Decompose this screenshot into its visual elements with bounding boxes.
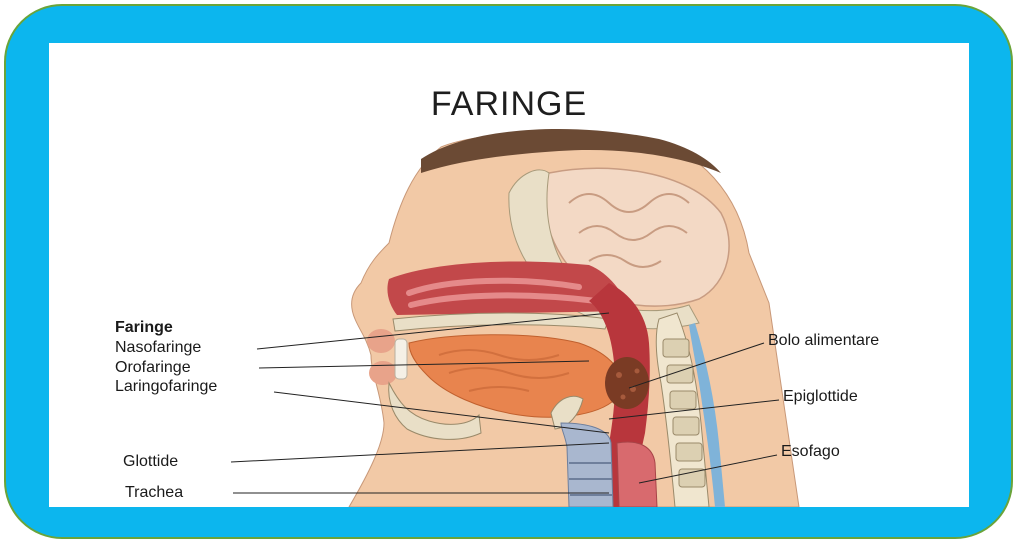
label-faringe: Faringe: [115, 319, 173, 337]
label-bolo-alimentare: Bolo alimentare: [768, 332, 879, 350]
label-nasofaringe: Nasofaringe: [115, 339, 201, 357]
pharynx-illustration: [49, 43, 969, 507]
label-laringofaringe: Laringofaringe: [115, 378, 217, 396]
label-epiglottide: Epiglottide: [783, 388, 858, 406]
upper-lip: [367, 329, 395, 353]
bolus: [605, 357, 649, 409]
label-trachea: Trachea: [125, 484, 183, 502]
label-orofaringe: Orofaringe: [115, 359, 191, 377]
label-esofago: Esofago: [781, 443, 840, 461]
label-glottide: Glottide: [123, 453, 178, 471]
teeth: [395, 339, 407, 379]
esophagus: [617, 442, 657, 507]
lower-lip: [369, 361, 397, 385]
slide-panel: FARINGE: [49, 43, 969, 507]
